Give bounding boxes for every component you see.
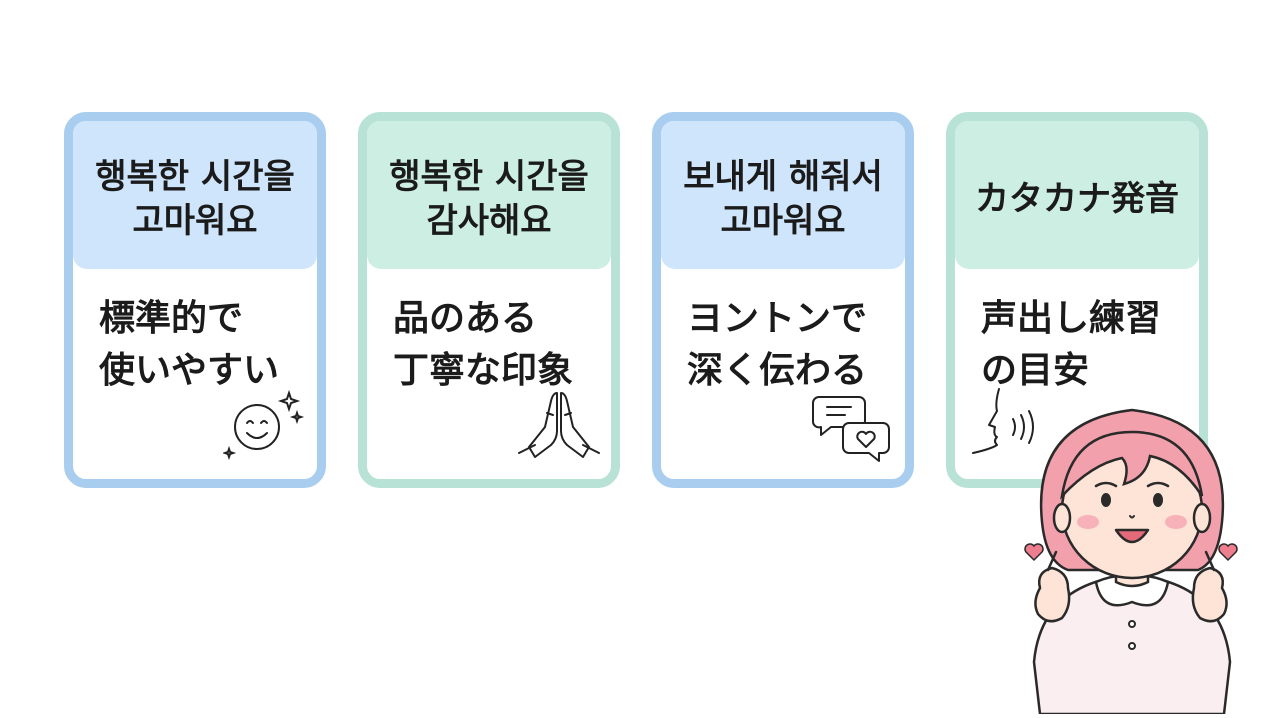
phrase-card-2: 행복한 시간을 감사해요 品のある 丁寧な印象 [358, 112, 620, 488]
card-header: 행복한 시간을 감사해요 [367, 121, 611, 269]
card-body-text: ヨントンで 深く伝わる [687, 298, 868, 391]
card-header-text: 행복한 시간을 감사해요 [389, 157, 589, 241]
card-header: 보내게 해줘서 고마워요 [661, 121, 905, 269]
girl-finger-heart-icon [1012, 392, 1250, 716]
card-header-text: 보내게 해줘서 고마워요 [683, 157, 883, 241]
smiley-sparkle-icon [221, 383, 307, 467]
card-header: 행복한 시간을 고마워요 [73, 121, 317, 269]
speaking-head-icon [969, 383, 1053, 467]
card-header-text: 행복한 시간을 고마워요 [95, 157, 295, 241]
phrase-card-1: 행복한 시간을 고마워요 標準的で 使いやすい [64, 112, 326, 488]
card-header: カタカナ発音 [955, 121, 1199, 269]
chat-heart-icon [811, 383, 895, 467]
card-header-text: カタカナ発音 [975, 179, 1179, 219]
card-body-text: 標準的で 使いやすい [99, 298, 280, 391]
card-body-text: 品のある 丁寧な印象 [393, 298, 574, 391]
praying-hands-icon [517, 383, 601, 467]
phrase-card-3: 보내게 해줘서 고마워요 ヨントンで 深く伝わる [652, 112, 914, 488]
card-body-text: 声出し練習 の目安 [981, 298, 1162, 391]
phrase-card-4: カタカナ発音 声出し練習 の目安 [946, 112, 1208, 488]
